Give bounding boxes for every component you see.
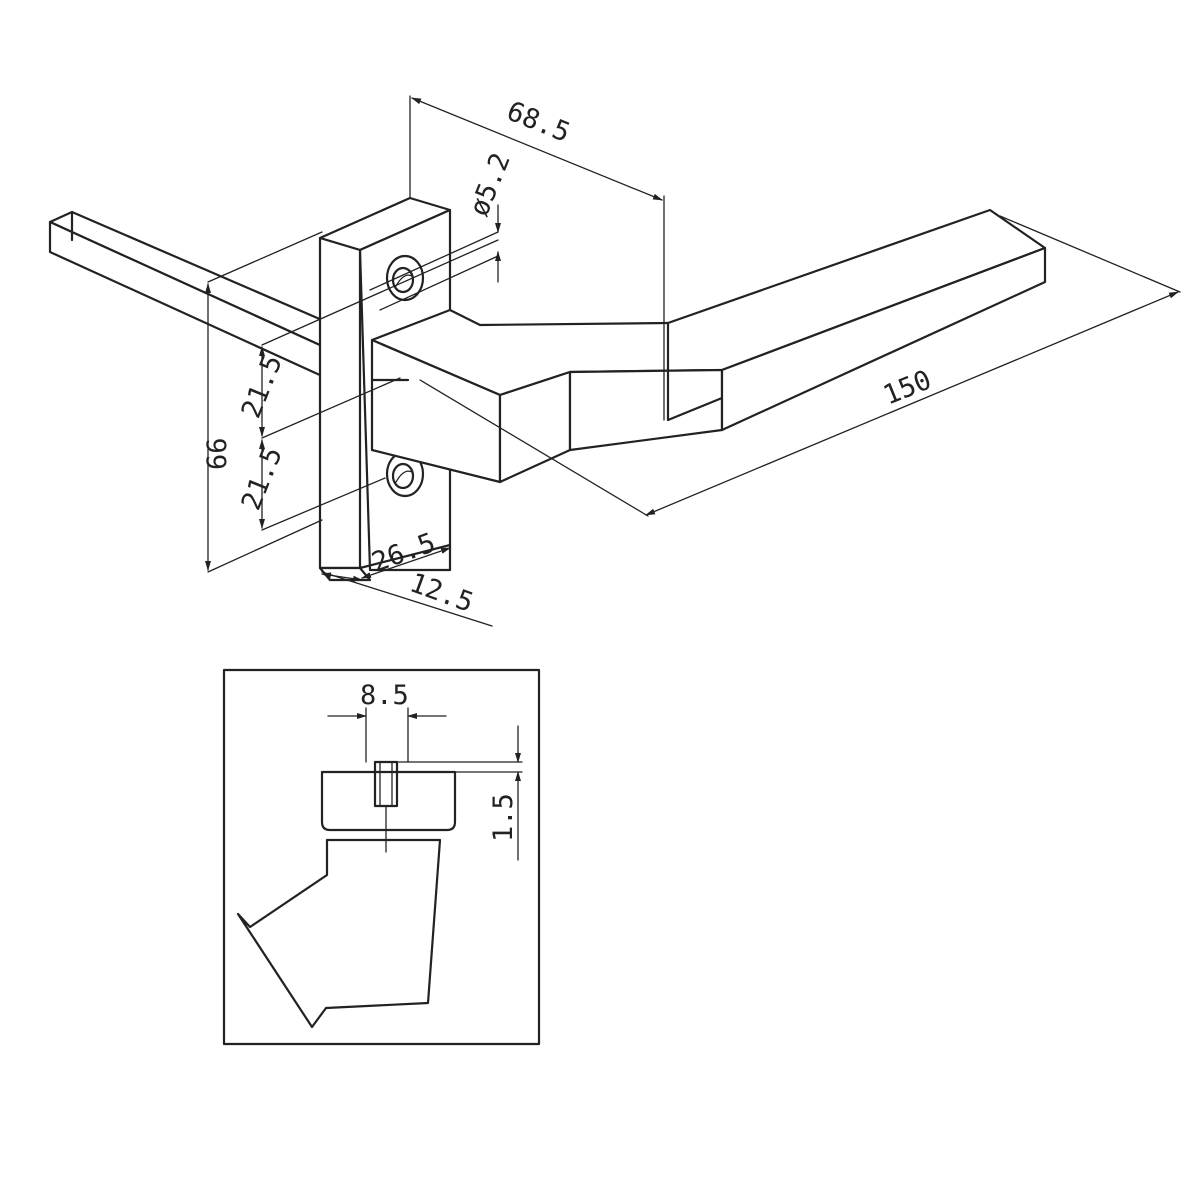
dimension-label-height: 66 [202,437,233,470]
detail-view: 8.5 1.5 [222,668,541,1046]
dimension-label-length: 150 [879,364,936,411]
screw-hole-upper [385,254,425,302]
dimension-label-hole: ø5.2 [464,149,517,221]
dimension-label-detail-depth: 1.5 [488,793,519,842]
dimension-label-offset: 68.5 [502,96,574,149]
detail-base [320,770,457,832]
detail-frame [222,668,541,1046]
detail-lever-section [236,838,442,1029]
dimension-detail-depth: 1.5 [397,725,523,861]
screw-hole-lower [385,450,425,498]
dimension-label-base-depth: 12.5 [406,567,478,618]
dimension-label-pitch-upper: 21.5 [236,351,289,423]
dimension-label-detail-width: 8.5 [360,680,409,711]
dimension-detail-width: 8.5 [327,680,447,763]
square-spindle [48,210,324,378]
dimension-label-pitch-lower: 21.5 [236,443,289,515]
dimension-height-total: 66 [202,231,323,573]
detail-screw [373,760,399,853]
